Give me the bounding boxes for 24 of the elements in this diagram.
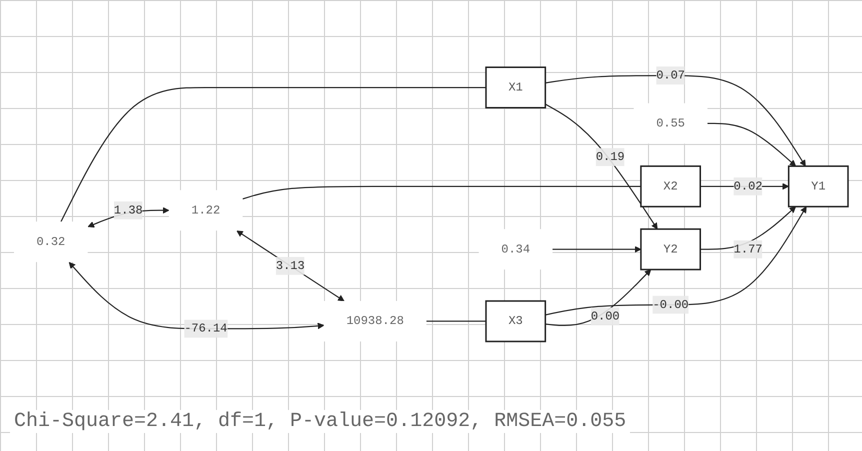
arrow — [545, 104, 658, 230]
node-box: Y2 — [640, 228, 702, 270]
edge-label: 0.07 — [656, 68, 685, 82]
connector — [60, 86, 486, 222]
edge-label: 0.00 — [590, 310, 620, 324]
arrow — [552, 246, 642, 253]
node-box: X2 — [640, 165, 702, 208]
edge-label: 0.19 — [596, 150, 625, 164]
node-box: X3 — [485, 300, 546, 342]
fit-statistics-caption: Chi-Square=2.41, df=1, P-value=0.12092, RMSEA=0.055 — [10, 410, 630, 433]
arrow — [707, 122, 796, 166]
arrow — [545, 269, 652, 326]
connector — [426, 320, 486, 322]
edge-label: 3.13 — [276, 259, 305, 273]
node-box: X1 — [485, 66, 546, 108]
arrow — [545, 74, 806, 166]
connector — [242, 186, 641, 200]
edge-label: 1.38 — [114, 204, 143, 218]
arrow — [236, 230, 344, 302]
edge-label: -76.14 — [184, 322, 228, 336]
edge-label: 0.02 — [734, 180, 762, 194]
node-box: Y1 — [788, 165, 849, 208]
edge-label: 1.77 — [734, 242, 762, 256]
edge-label: -0.00 — [652, 298, 689, 312]
